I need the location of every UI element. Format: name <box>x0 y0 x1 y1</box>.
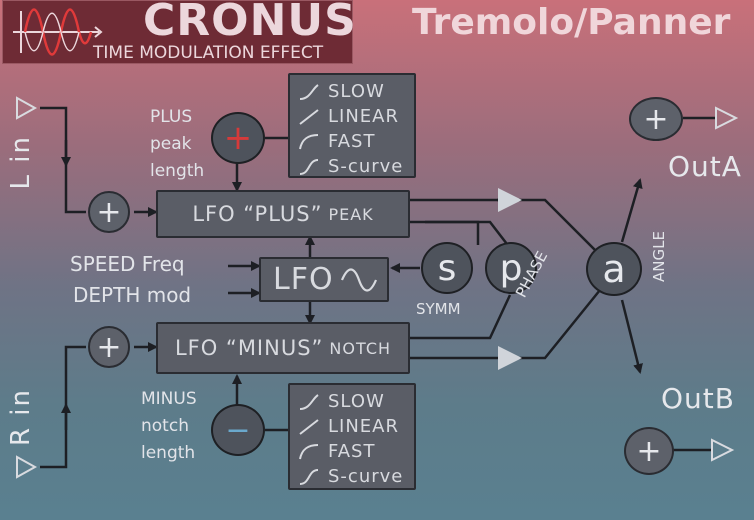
right-sum-node: + <box>88 326 130 368</box>
plus-peak-length-label: PLUS peak length <box>150 107 205 181</box>
sine-wave-logo-icon <box>13 8 103 56</box>
curve-option-fast[interactable]: FAST <box>298 439 414 464</box>
curve-option-slow[interactable]: SLOW <box>298 79 414 104</box>
linear-curve-icon <box>299 418 319 435</box>
plus-peak-knob[interactable]: + <box>211 112 265 164</box>
symm-knob[interactable]: s <box>421 242 473 294</box>
lfo-minus-notch-box: LFO “MINUS”NOTCH <box>156 322 410 374</box>
plus-icon: + <box>223 118 253 158</box>
minus-icon: − <box>225 412 251 448</box>
minus-notch-knob[interactable]: − <box>211 404 265 456</box>
curve-option-linear[interactable]: LINEAR <box>298 414 414 439</box>
cronus-logo: CRONUS TIME MODULATION EFFECT <box>2 0 356 64</box>
minus-curve-selector: SLOW LINEAR FAST S-curve <box>288 383 416 490</box>
symm-label: SYMM <box>416 300 461 318</box>
lfo-plus-peak-box: LFO “PLUS”PEAK <box>156 190 410 238</box>
angle-label: ANGLE <box>650 231 668 282</box>
curve-option-linear[interactable]: LINEAR <box>298 104 414 129</box>
minus-notch-length-label: MINUS notch length <box>141 389 197 463</box>
lfo-center-box: LFO <box>259 257 389 302</box>
curve-option-s-curve[interactable]: S-curve <box>298 464 414 489</box>
out-b-label: OutB <box>661 382 735 415</box>
page-title: Tremolo/Panner <box>412 2 731 43</box>
curve-option-s-curve[interactable]: S-curve <box>298 154 414 179</box>
sine-wave-icon <box>340 267 377 292</box>
curve-option-fast[interactable]: FAST <box>298 129 414 154</box>
out-a-label: OutA <box>668 150 742 183</box>
fast-curve-icon <box>299 133 319 149</box>
speed-freq-label[interactable]: SPEED Freq <box>70 252 185 276</box>
plus-curve-selector: SLOW LINEAR FAST S-curve <box>288 73 416 178</box>
left-input-label: L in <box>6 135 36 190</box>
out-b-sum-node: + <box>624 427 674 475</box>
out-a-sum-node: + <box>629 97 683 141</box>
s-curve-icon <box>299 468 319 485</box>
left-sum-node: + <box>88 191 130 233</box>
logo-subtitle: TIME MODULATION EFFECT <box>93 43 324 63</box>
angle-knob[interactable]: a <box>586 242 642 296</box>
depth-mod-label[interactable]: DEPTH mod <box>73 283 192 307</box>
linear-curve-icon <box>299 108 319 125</box>
slow-curve-icon <box>299 83 319 100</box>
slow-curve-icon <box>299 393 319 410</box>
right-input-label: R in <box>6 388 36 447</box>
curve-option-slow[interactable]: SLOW <box>298 389 414 414</box>
phase-knob[interactable]: p <box>485 242 537 294</box>
s-curve-icon <box>299 158 319 175</box>
logo-title: CRONUS <box>143 0 357 46</box>
fast-curve-icon <box>299 443 319 459</box>
